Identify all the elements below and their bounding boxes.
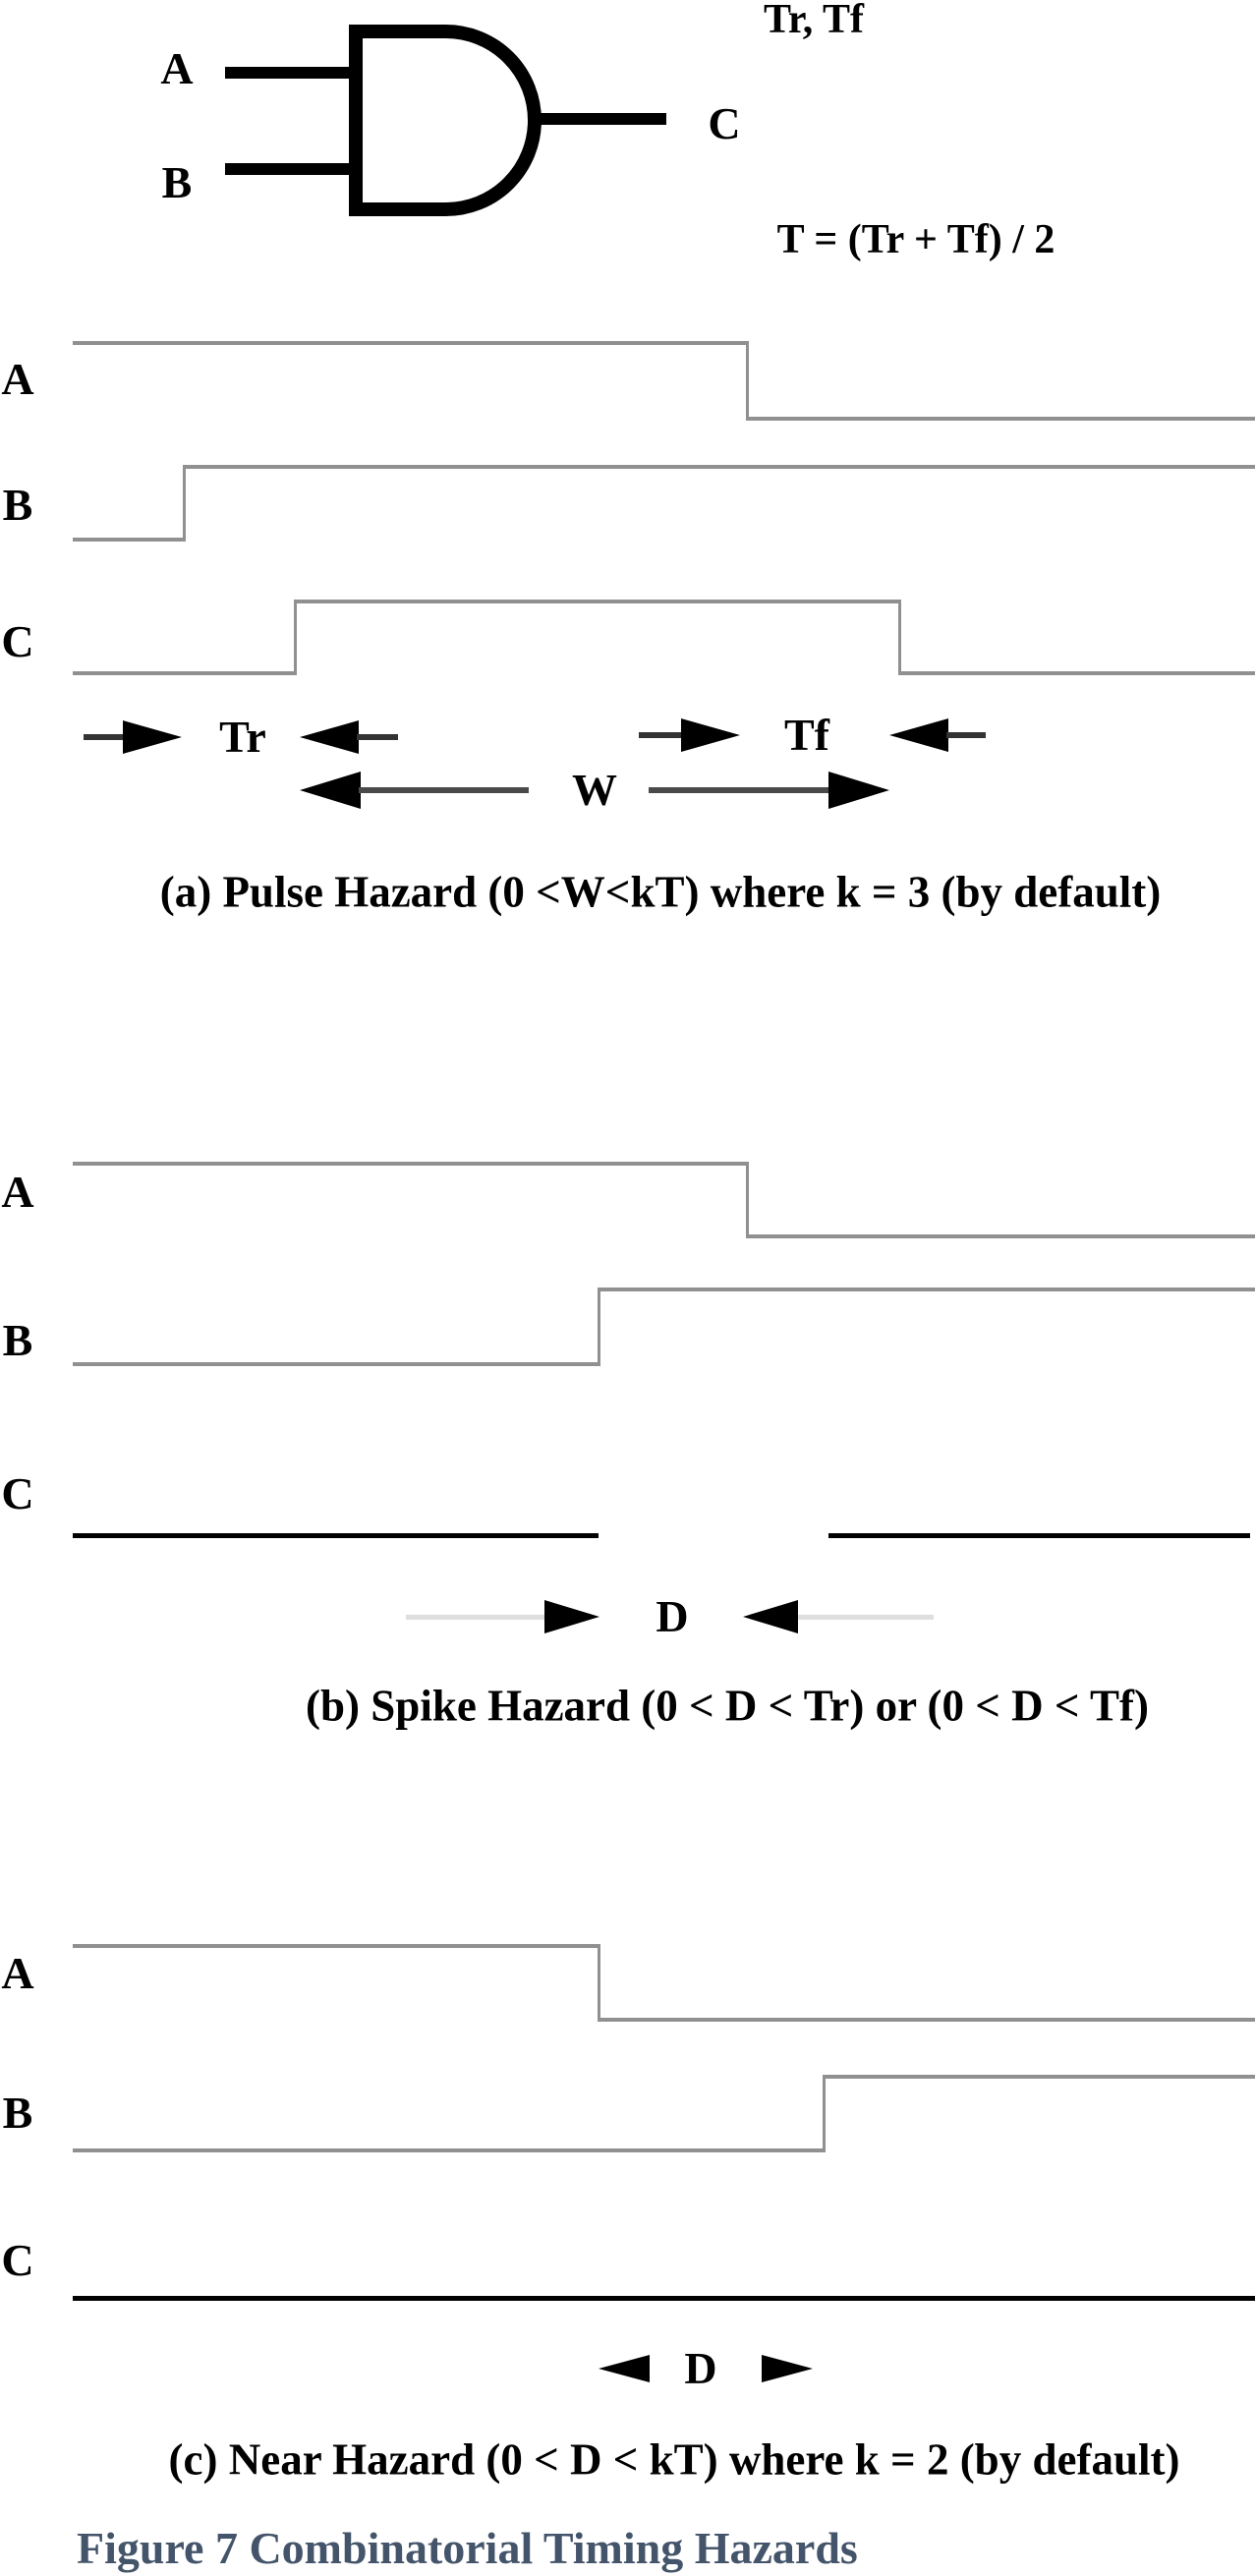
tf-arrow-left-icon bbox=[889, 717, 948, 752]
tf-arrow-right-icon bbox=[681, 717, 740, 752]
b-signal-c-low2 bbox=[828, 1532, 1250, 1538]
tf-leader-left bbox=[639, 732, 683, 738]
caption-pulse-hazard: (a) Pulse Hazard (0 <W<kT) where k = 3 (… bbox=[159, 867, 1162, 917]
figure-caption: Figure 7 Combinatorial Timing Hazards bbox=[77, 2523, 858, 2573]
b-signal-a-high bbox=[73, 1162, 747, 1166]
c-signal-b-low bbox=[73, 2148, 824, 2152]
b-signal-b-low bbox=[73, 1362, 599, 1366]
w-arrow-left-icon bbox=[300, 772, 361, 809]
b-d-leader-right bbox=[798, 1614, 934, 1620]
tr-leader-left bbox=[84, 734, 125, 740]
c-signal-a-high bbox=[73, 1944, 599, 1948]
a-signal-c-fall bbox=[897, 600, 901, 675]
gate-formula: T = (Tr + Tf) / 2 bbox=[776, 217, 1055, 262]
c-d-arrow-right-icon bbox=[762, 2355, 813, 2382]
a-signal-c-rise bbox=[293, 600, 297, 675]
caption-near-hazard: (c) Near Hazard (0 < D < kT) where k = 2… bbox=[168, 2434, 1180, 2485]
c-signal-a-fall bbox=[597, 1944, 600, 2022]
a-signal-c-label: C bbox=[1, 616, 34, 666]
gate-annotation-tr-tf: Tr, Tf bbox=[764, 0, 864, 42]
c-signal-b-rise bbox=[822, 2075, 826, 2152]
gate-input-b-wire bbox=[225, 163, 349, 175]
and-gate-body bbox=[349, 25, 542, 216]
a-signal-a-fall bbox=[745, 341, 749, 421]
c-signal-c-label: C bbox=[1, 2235, 34, 2285]
b-d-leader-left bbox=[406, 1614, 544, 1620]
gate-output-wire bbox=[536, 113, 666, 125]
tr-leader-right bbox=[357, 734, 398, 740]
b-signal-a-low bbox=[747, 1234, 1255, 1238]
c-signal-a-low bbox=[599, 2018, 1255, 2022]
tr-label: Tr bbox=[219, 712, 266, 762]
c-signal-b-high bbox=[824, 2075, 1255, 2079]
a-signal-c-high bbox=[295, 600, 899, 603]
b-signal-b-label: B bbox=[2, 1315, 33, 1365]
c-d-label: D bbox=[684, 2343, 717, 2393]
a-signal-b-rise bbox=[182, 465, 186, 542]
a-signal-b-label: B bbox=[2, 480, 33, 530]
tf-leader-right bbox=[946, 732, 986, 738]
tr-arrow-right-icon bbox=[123, 719, 182, 754]
tf-label: Tf bbox=[784, 710, 829, 760]
gate-input-a-wire bbox=[225, 67, 349, 79]
gate-input-b-label: B bbox=[161, 157, 193, 207]
w-leader-left bbox=[359, 787, 529, 793]
b-signal-b-high bbox=[599, 1288, 1255, 1291]
b-signal-b-rise bbox=[597, 1288, 600, 1366]
b-signal-c-low1 bbox=[73, 1532, 599, 1538]
a-signal-a-high bbox=[73, 341, 747, 345]
b-d-arrow-left-icon bbox=[743, 1599, 798, 1633]
a-signal-c-low2 bbox=[899, 671, 1255, 675]
c-signal-c-low bbox=[73, 2295, 1255, 2301]
gate-output-label: C bbox=[708, 98, 741, 148]
caption-spike-hazard: (b) Spike Hazard (0 < D < Tr) or (0 < D … bbox=[306, 1681, 1149, 1731]
a-signal-a-label: A bbox=[1, 354, 34, 404]
c-signal-a-label: A bbox=[1, 1948, 34, 1998]
tr-arrow-left-icon bbox=[300, 719, 359, 754]
a-signal-c-low1 bbox=[73, 671, 295, 675]
a-signal-a-low bbox=[747, 417, 1255, 421]
a-signal-b-high bbox=[184, 465, 1255, 469]
gate-input-a-label: A bbox=[160, 43, 194, 93]
b-signal-a-label: A bbox=[1, 1167, 34, 1217]
c-signal-b-label: B bbox=[2, 2088, 33, 2138]
b-d-label: D bbox=[656, 1591, 689, 1641]
w-label: W bbox=[572, 765, 617, 815]
w-arrow-right-icon bbox=[828, 772, 889, 809]
w-leader-right bbox=[649, 787, 828, 793]
a-signal-b-low bbox=[73, 538, 184, 542]
c-d-arrow-left-icon bbox=[599, 2355, 650, 2382]
b-signal-a-fall bbox=[745, 1162, 749, 1238]
b-signal-c-label: C bbox=[1, 1468, 34, 1518]
b-d-arrow-right-icon bbox=[544, 1599, 599, 1633]
